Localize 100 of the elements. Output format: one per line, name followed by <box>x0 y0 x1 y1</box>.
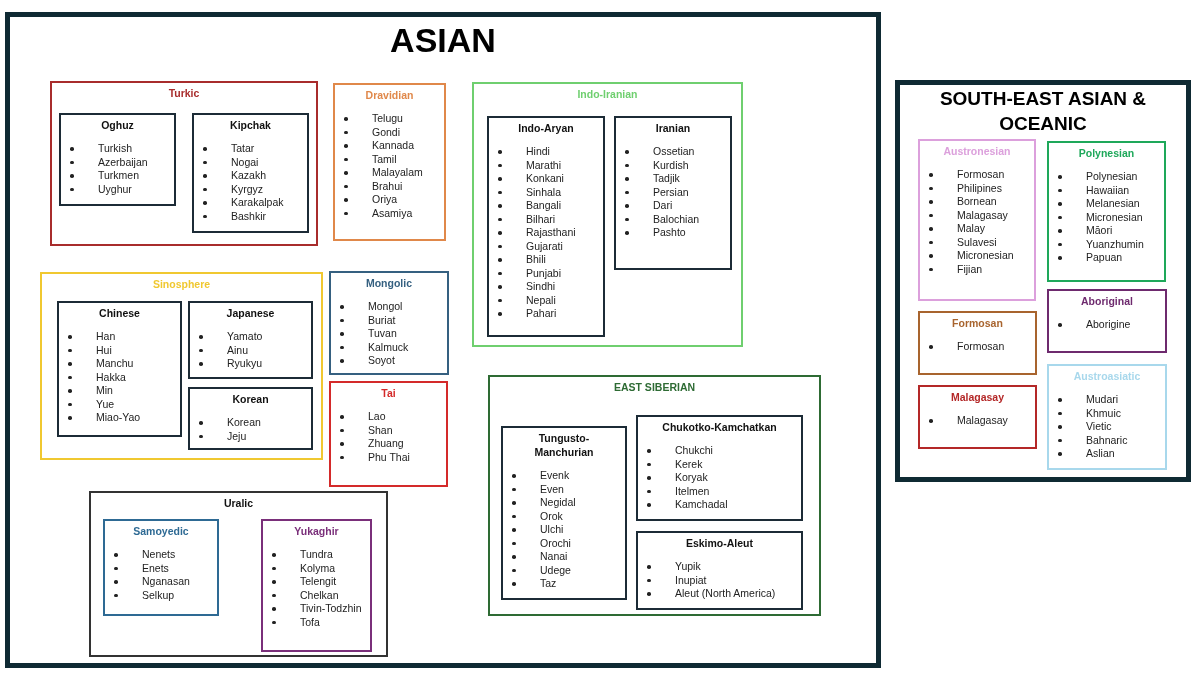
box-title: Indo-Aryan <box>518 121 574 135</box>
list-item: Persian <box>625 185 689 199</box>
box-title: Tungusto-Manchurian <box>533 431 595 459</box>
list-item: Yuanzhumin <box>1058 237 1144 251</box>
list-item: Orok <box>512 509 563 523</box>
list-item: Kamchadal <box>647 498 728 512</box>
list-box <box>614 116 732 270</box>
list-item: Rajasthani <box>498 226 576 240</box>
group-box <box>40 272 323 460</box>
list-item: Evenk <box>512 469 570 483</box>
list-item: Turkmen <box>70 169 140 183</box>
list-item: Korean <box>199 416 261 430</box>
list-item: Shan <box>340 423 393 437</box>
list-item: Ulchi <box>512 523 564 537</box>
list-item: Tatar <box>203 142 255 156</box>
list-item: Turkish <box>70 142 133 156</box>
list-box <box>329 271 449 375</box>
list-box <box>57 301 182 437</box>
box-title: Austroasiatic <box>1073 369 1141 383</box>
list-item: Ryukyu <box>199 357 262 371</box>
box-title: Austronesian <box>943 144 1011 158</box>
list-item: Bahnaric <box>1058 433 1128 447</box>
list-item: Kolyma <box>272 561 335 575</box>
list-item: Chukchi <box>647 444 713 458</box>
box-title: Formosan <box>952 316 1003 330</box>
group-title: Uralic <box>223 496 254 510</box>
box-title: Kipchak <box>230 118 271 132</box>
list-item: Hui <box>68 343 112 357</box>
box-title: Japanese <box>226 306 275 320</box>
list-item: Selkup <box>114 588 175 602</box>
list-item: Bashkir <box>203 209 266 223</box>
list-item: Kerek <box>647 457 703 471</box>
list-item: Asamiya <box>344 206 413 220</box>
list-item: Pashto <box>625 226 686 240</box>
list-item: Tundra <box>272 548 333 562</box>
box-title: Eskimo-Aleut <box>685 536 754 550</box>
list-item: Pahari <box>498 307 557 321</box>
list-box <box>188 387 313 450</box>
list-item: Enets <box>114 561 169 575</box>
list-item: Tamil <box>344 152 397 166</box>
list-item: Aslian <box>1058 447 1115 461</box>
list-item: Min <box>68 384 113 398</box>
group-box <box>89 491 388 657</box>
list-item: Tivin-Todzhin <box>272 602 362 616</box>
list-item: Nanai <box>512 550 568 564</box>
list-item: Itelmen <box>647 484 710 498</box>
list-item: Marathi <box>498 158 561 172</box>
list-item: Punjabi <box>498 266 562 280</box>
list-item: Tofa <box>272 615 320 629</box>
list-item: Nganasan <box>114 575 190 589</box>
list-item: Malay <box>929 222 985 236</box>
list-item: Nogai <box>203 155 259 169</box>
list-item: Malagasay <box>929 414 1008 428</box>
list-item: Polynesian <box>1058 170 1138 184</box>
list-item: Melanesian <box>1058 197 1140 211</box>
list-item: Zhuang <box>340 437 404 451</box>
list-item: Kyrgyz <box>203 182 264 196</box>
list-item: Vietic <box>1058 420 1112 434</box>
list-item: Konkani <box>498 172 564 186</box>
list-box <box>1047 289 1167 353</box>
list-item: Karakalpak <box>203 196 284 210</box>
list-item: Yue <box>68 397 115 411</box>
panel-title: ASIAN <box>390 20 496 60</box>
group-box <box>472 82 743 347</box>
list-box <box>918 385 1037 449</box>
list-item: Azerbaijan <box>70 155 148 169</box>
list-item: Philipines <box>929 181 1002 195</box>
list-item: Sindhi <box>498 280 556 294</box>
list-box <box>636 531 803 610</box>
group-title: Sinosphere <box>152 277 211 291</box>
group-box <box>488 375 821 616</box>
list-item: Chelkan <box>272 588 339 602</box>
list-item: Māori <box>1058 224 1113 238</box>
list-item: Soyot <box>340 354 395 368</box>
list-item: Malagasay <box>929 208 1008 222</box>
list-box <box>103 519 219 616</box>
list-item: Sulavesi <box>929 235 997 249</box>
list-item: Ossetian <box>625 145 695 159</box>
list-item: Hawaiian <box>1058 183 1130 197</box>
list-item: Telengit <box>272 575 337 589</box>
list-item: Bangali <box>498 199 562 213</box>
list-box <box>192 113 309 233</box>
list-item: Aborigine <box>1058 318 1131 332</box>
list-item: Hindi <box>498 145 550 159</box>
list-box <box>918 311 1037 375</box>
list-item: Micronesian <box>1058 210 1143 224</box>
list-box <box>1047 364 1167 470</box>
list-item: Nepali <box>498 293 556 307</box>
list-item: Khmuic <box>1058 406 1121 420</box>
group-title: Indo-Iranian <box>577 87 638 101</box>
list-item: Bhili <box>498 253 546 267</box>
list-item: Buriat <box>340 313 396 327</box>
list-item: Yupik <box>647 560 701 574</box>
list-item: Sinhala <box>498 185 562 199</box>
list-item: Udege <box>512 563 571 577</box>
list-item: Oriya <box>344 193 398 207</box>
list-item: Manchu <box>68 357 134 371</box>
box-title: Aboriginal <box>1081 294 1133 308</box>
list-item: Yamato <box>199 330 263 344</box>
list-item: Papuan <box>1058 251 1123 265</box>
